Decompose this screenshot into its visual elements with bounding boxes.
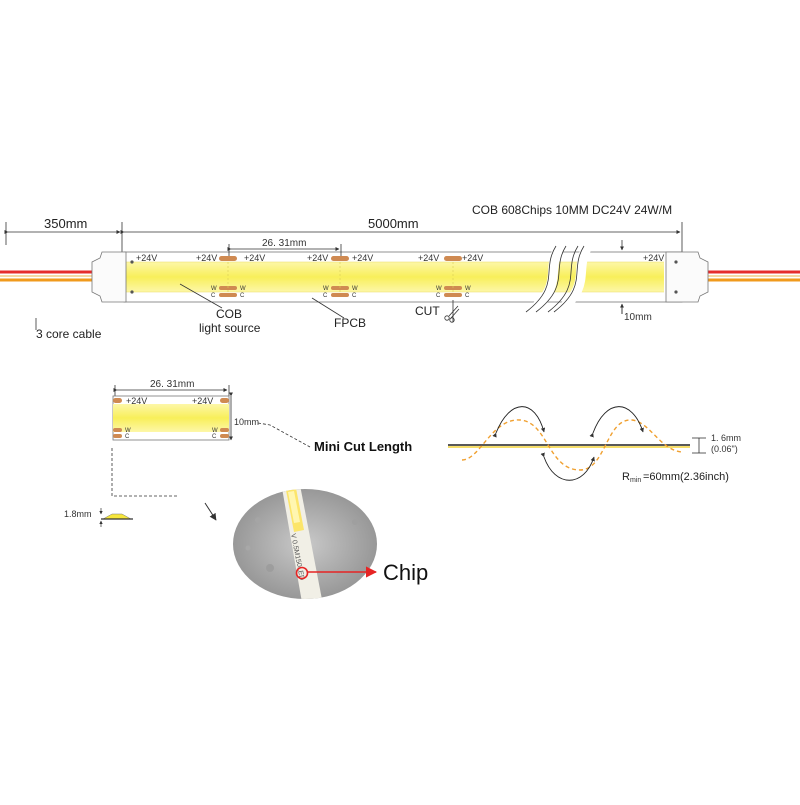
bend-arc-3 bbox=[589, 406, 644, 438]
thickness-label: 1. 6mm bbox=[711, 433, 741, 443]
pad-c-5: C bbox=[436, 293, 441, 299]
mini-pad-w-right: W bbox=[212, 428, 218, 434]
pad-label-7: +24V bbox=[462, 253, 483, 263]
wave-dashed-line bbox=[461, 419, 683, 471]
scissors-icon bbox=[444, 305, 460, 323]
bend-arc-2 bbox=[540, 452, 595, 481]
left-end-cap bbox=[91, 251, 134, 303]
chip-label: Chip bbox=[383, 560, 428, 585]
mini-cut-label: Mini Cut Length bbox=[314, 439, 412, 454]
fpcb-callout-line bbox=[311, 297, 345, 319]
pad-label-1: +24V bbox=[136, 253, 157, 263]
strip-photo: V 0.5M150LED bbox=[233, 489, 377, 599]
mini-pad-c-left: C bbox=[125, 434, 130, 440]
mini-pad-w-left: W bbox=[125, 428, 131, 434]
cob-callout-line bbox=[179, 283, 223, 309]
thickness-inch-label: (0.06") bbox=[711, 444, 738, 454]
cut-marks bbox=[227, 262, 454, 292]
mini-cut-segment: 26. 31mm +24V +24V W C W C 10mm bbox=[112, 379, 259, 441]
cut-length-label: 26. 31mm bbox=[262, 238, 306, 249]
mini-pad-label-left: +24V bbox=[126, 396, 147, 406]
mini-cut-callout-line bbox=[257, 422, 311, 448]
cable-length-label: 350mm bbox=[44, 216, 87, 231]
mini-cut-length-label: 26. 31mm bbox=[150, 379, 194, 390]
photo-pointer-arrow bbox=[204, 502, 217, 521]
cable-length-dimension: 350mm bbox=[4, 216, 123, 252]
pad-w-1: W bbox=[211, 286, 217, 292]
copper-pads-top bbox=[219, 256, 462, 261]
cut-label: CUT bbox=[415, 304, 440, 318]
chip-height-label: 1.8mm bbox=[64, 509, 92, 519]
strip-length-label: 5000mm bbox=[368, 216, 419, 231]
left-cable bbox=[0, 270, 100, 282]
pad-label-8: +24V bbox=[643, 253, 664, 263]
rmin-subscript: min bbox=[630, 477, 641, 484]
pad-label-2: +24V bbox=[196, 253, 217, 263]
mini-width-label: 10mm bbox=[234, 417, 259, 427]
core-cable-label: 3 core cable bbox=[36, 327, 102, 341]
chip-highlight-circle bbox=[295, 566, 309, 580]
bending-diagram: 1. 6mm (0.06") R min =60mm(2.36inch) bbox=[448, 406, 741, 484]
pad-w-5: W bbox=[436, 286, 442, 292]
strip-break bbox=[525, 243, 593, 316]
pad-c-1: C bbox=[211, 293, 216, 299]
strip-length-dimension: 5000mm bbox=[120, 216, 683, 252]
pad-label-4: +24V bbox=[307, 253, 328, 263]
right-end-cap bbox=[665, 251, 709, 303]
spec-text: COB 608Chips 10MM DC24V 24W/M bbox=[472, 203, 672, 217]
mini-pad-c-right: C bbox=[212, 434, 217, 440]
pad-w-2: W bbox=[240, 286, 246, 292]
chip-profile: 1.8mm bbox=[64, 508, 133, 527]
pad-c-4: C bbox=[352, 293, 357, 299]
rmin-value: =60mm(2.36inch) bbox=[643, 471, 729, 483]
pad-w-4: W bbox=[352, 286, 358, 292]
cob-label-line1: COB bbox=[216, 307, 242, 321]
pad-c-3: C bbox=[323, 293, 328, 299]
pad-label-3: +24V bbox=[244, 253, 265, 263]
width-label: 10mm bbox=[624, 312, 652, 323]
pad-w-6: W bbox=[465, 286, 471, 292]
cut-length-dimension: 26. 31mm bbox=[227, 238, 342, 256]
pad-c-2: C bbox=[240, 293, 245, 299]
bend-arc-1 bbox=[492, 406, 546, 438]
profile-leader-line bbox=[111, 448, 178, 497]
pad-label-6: +24V bbox=[418, 253, 439, 263]
width-dimension: 10mm bbox=[620, 240, 652, 323]
cob-label-line2: light source bbox=[199, 321, 261, 335]
mini-pad-label-right: +24V bbox=[192, 396, 213, 406]
pad-label-5: +24V bbox=[352, 253, 373, 263]
pad-c-6: C bbox=[465, 293, 470, 299]
fpcb-label: FPCB bbox=[334, 316, 366, 330]
pad-voltage-labels: +24V +24V +24V +24V +24V +24V +24V +24V bbox=[136, 253, 664, 263]
rmin-prefix: R bbox=[622, 471, 630, 483]
pad-w-3: W bbox=[323, 286, 329, 292]
right-cable bbox=[700, 270, 800, 282]
